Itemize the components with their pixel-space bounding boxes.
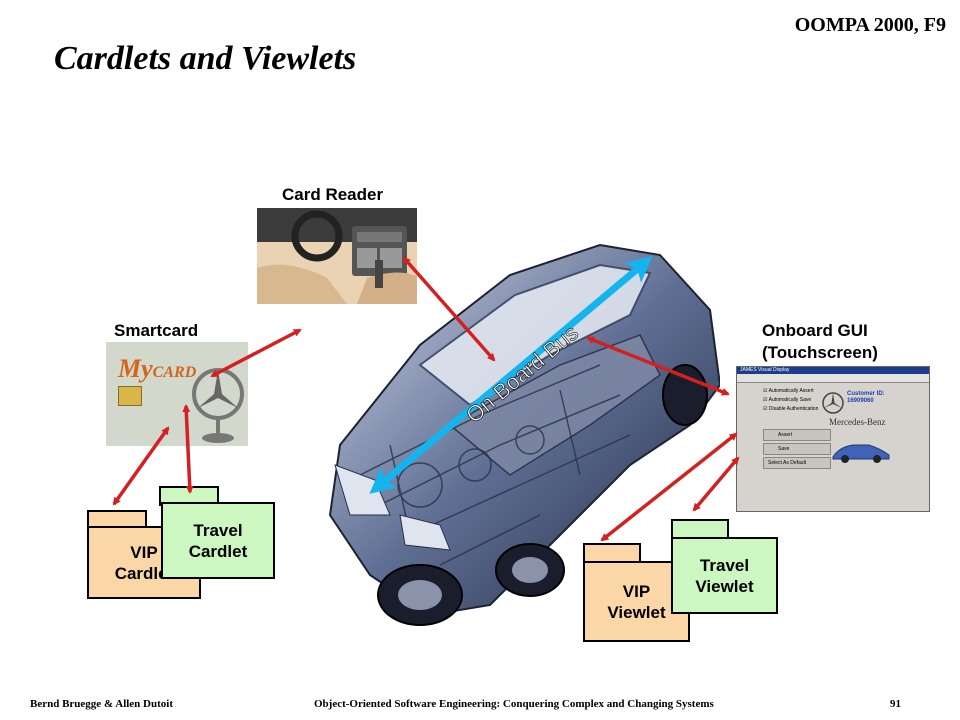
mycard-brand: MyCARD (118, 354, 197, 383)
chip-icon (118, 386, 142, 406)
smartcard-travelcardlet-arrow (182, 404, 194, 494)
card-reader-photo (257, 208, 417, 304)
gui-select-default-button: Select As Default (763, 457, 831, 469)
gui-option: ☑ Automatically Save (763, 397, 812, 403)
gui-vipviewlet-arrow (600, 432, 738, 542)
gui-mercedes-star-icon (822, 392, 844, 414)
card-reader-label: Card Reader (282, 185, 384, 204)
gui-window-title: JAMES Visual Display (737, 367, 929, 374)
gui-brand: Mercedes-Benz (829, 417, 886, 427)
footer-page-number: 91 (890, 698, 901, 710)
gui-option: ☑ Automatically Assert (763, 388, 814, 394)
gui-car-icon (832, 444, 890, 463)
cardreader-bus-arrow (402, 256, 496, 362)
gui-option: ☑ Disable Authentication (763, 406, 819, 412)
gui-assert-button: Assert (763, 429, 831, 441)
onboard-gui-label-line1: Onboard GUI (762, 321, 868, 340)
on-board-bus-arrow (369, 256, 653, 494)
gui-options: ☑ Automatically Assert ☑ Automatically S… (763, 387, 818, 414)
onboard-gui-label-line2: (Touchscreen) (762, 343, 878, 362)
gui-screenshot: JAMES Visual Display ☑ Automatically Ass… (736, 366, 930, 512)
gui-customer-id-label: Customer ID: (847, 391, 885, 397)
slide-title: Cardlets and Viewlets (54, 40, 357, 77)
smartcard-vipcardlet-arrow (112, 426, 170, 506)
footer-book: Object-Oriented Software Engineering: Co… (314, 698, 714, 710)
footer-authors: Bernd Bruegge & Allen Dutoit (30, 698, 173, 710)
corner-tag: OOMPA 2000, F9 (794, 14, 946, 36)
gui-buttons: Assert Save Select As Default (763, 429, 831, 469)
gui-travelviewlet-arrow (692, 456, 740, 512)
smartcard-cardreader-arrow (210, 328, 302, 378)
on-board-bus-label: On Board Bus (461, 320, 583, 428)
gui-customer-id-value: 16909060 (847, 398, 874, 404)
gui-save-button: Save (763, 443, 831, 455)
smartcard-label: Smartcard (114, 321, 199, 340)
bus-gui-arrow (586, 336, 730, 396)
